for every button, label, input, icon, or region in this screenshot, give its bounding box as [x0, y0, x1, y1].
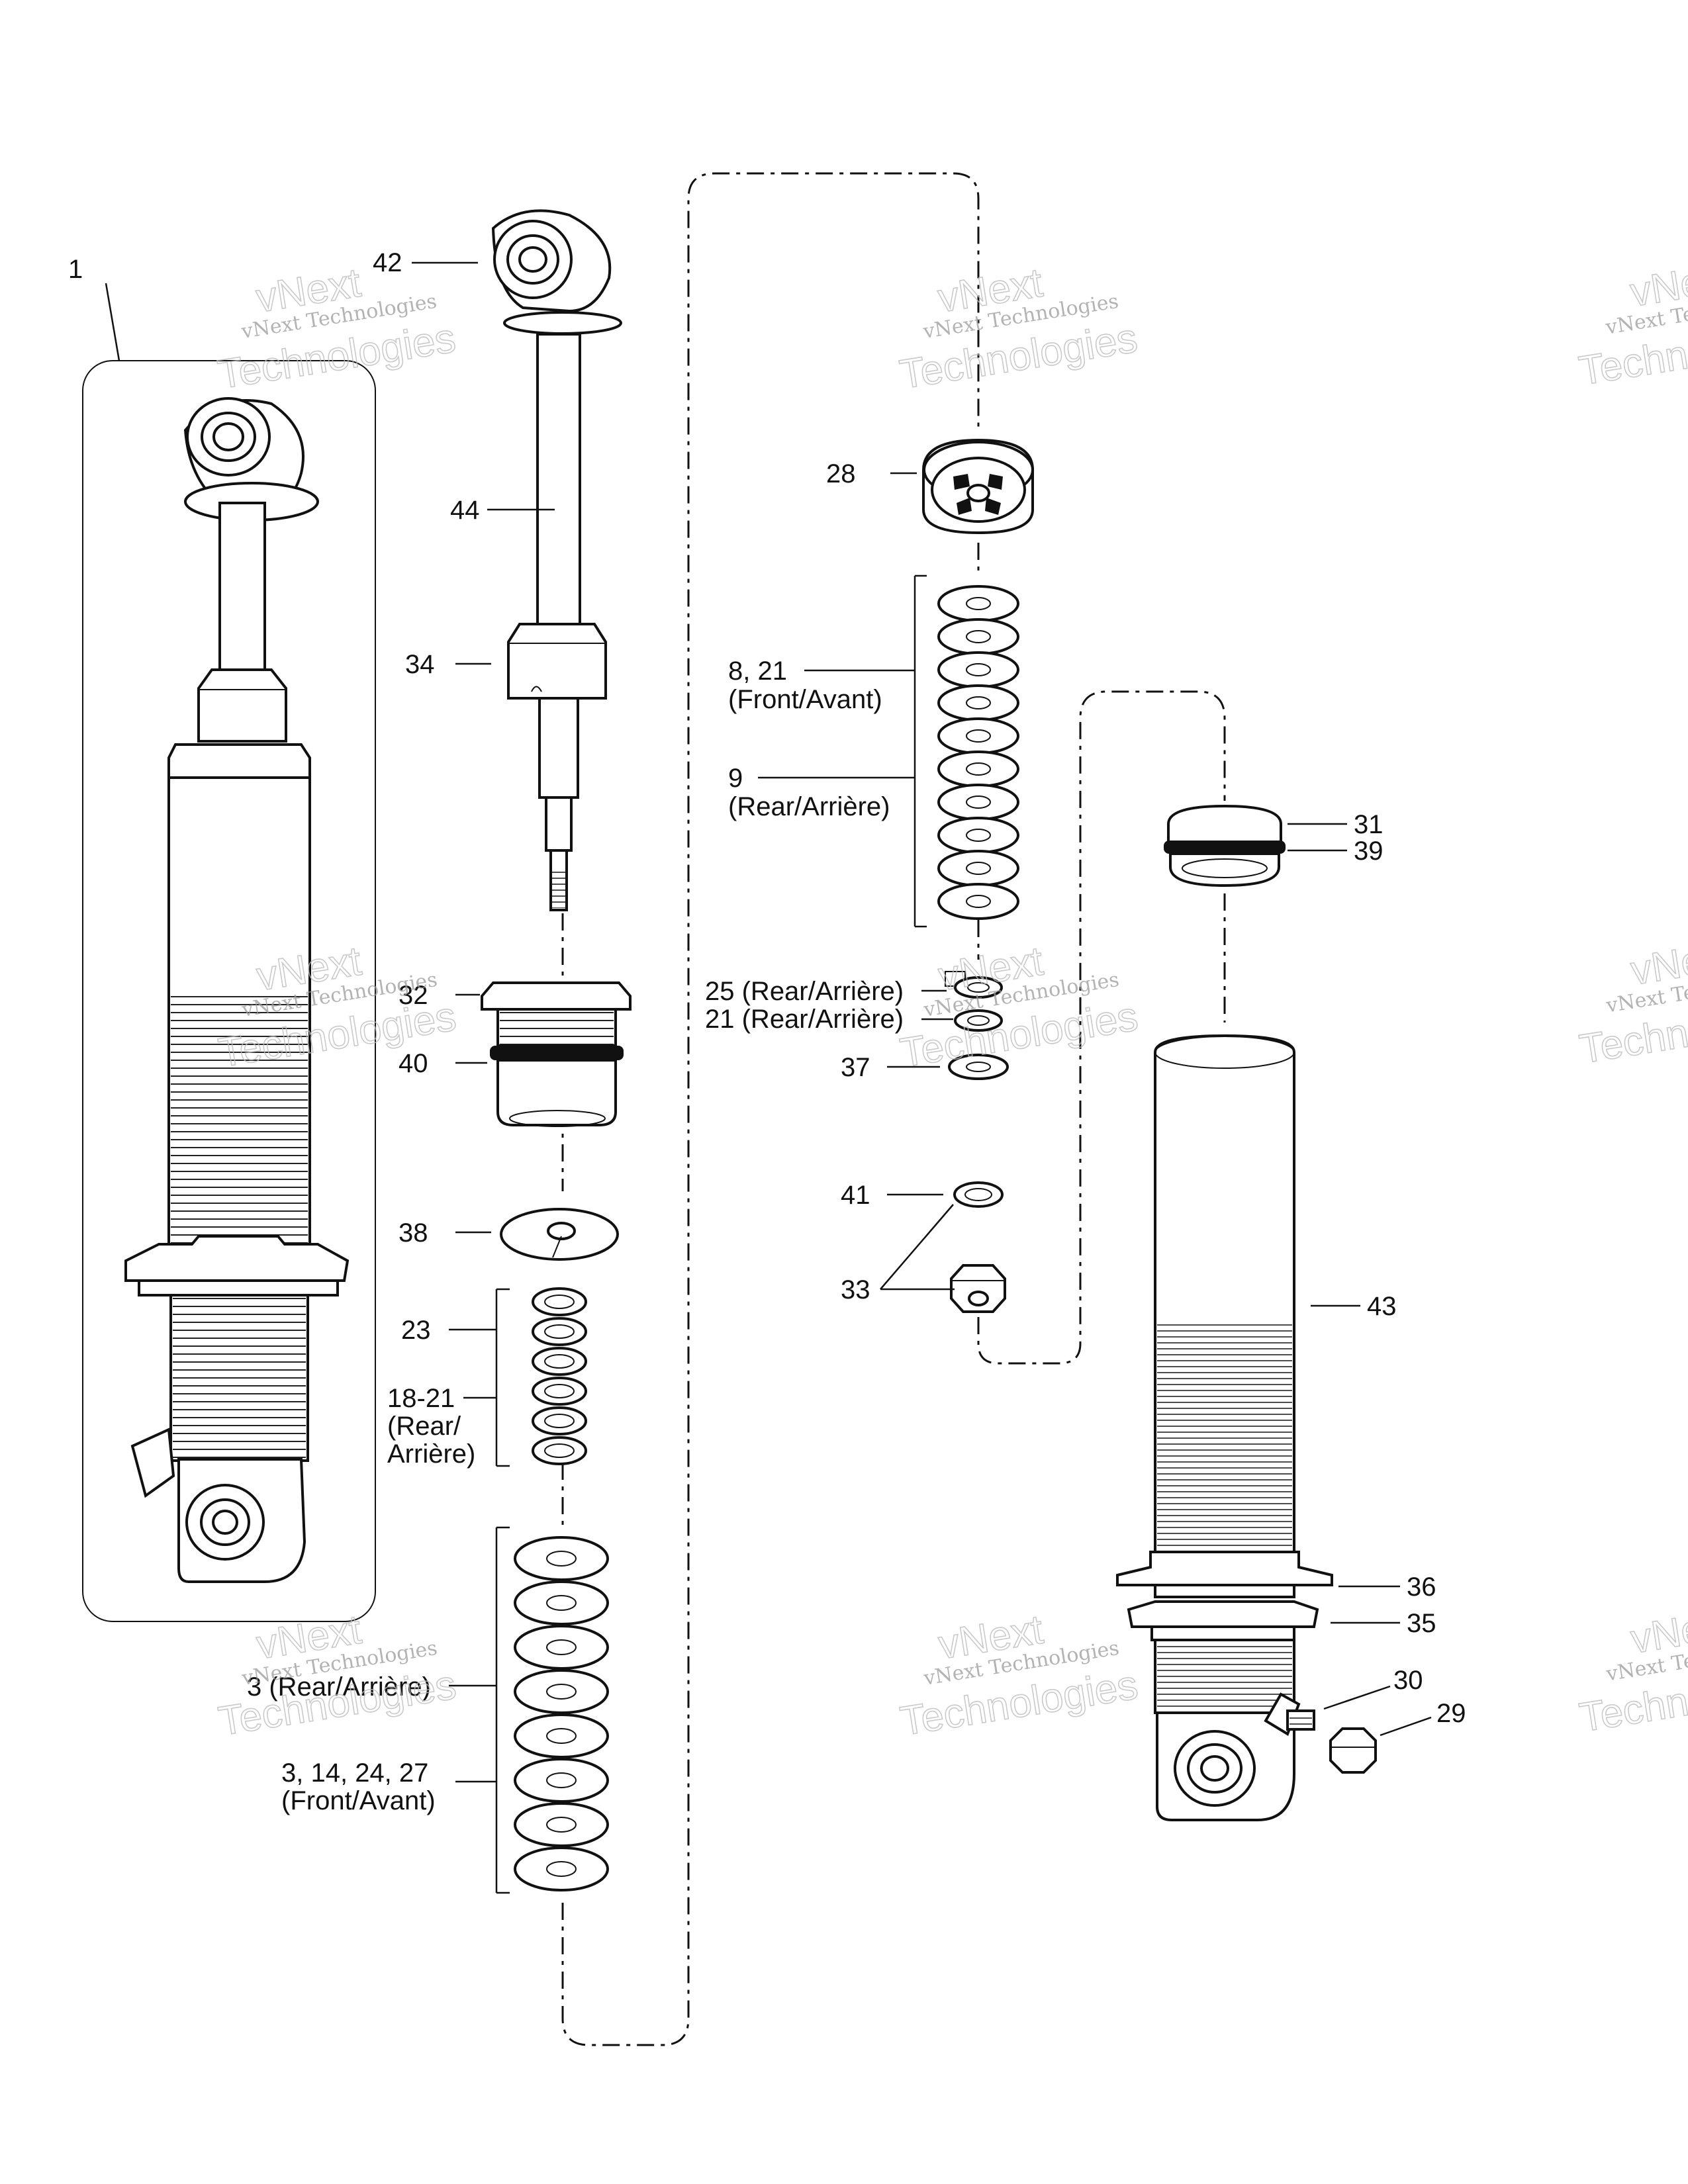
piston-28	[922, 438, 1034, 535]
o-ring-40	[490, 1046, 624, 1127]
cap-31	[1167, 804, 1282, 845]
callout-8-21-line2: (Front/Avant)	[728, 685, 882, 714]
callout-31: 31	[1354, 810, 1383, 839]
spring-seat-35	[1127, 1600, 1319, 1641]
callout-8-21: 8, 21	[728, 657, 787, 686]
callout-9-line2: (Rear/Arrière)	[728, 792, 890, 821]
seal-head-32	[481, 981, 632, 1047]
callout-34: 34	[405, 650, 435, 679]
callout-29: 29	[1436, 1699, 1466, 1728]
callout-42: 42	[373, 248, 402, 277]
assembly-path-lines	[561, 172, 1226, 2046]
shim-stack-3	[514, 1536, 609, 1891]
bumper-34	[507, 623, 607, 911]
valve-30	[1264, 1692, 1315, 1736]
callout-44: 44	[450, 496, 480, 525]
callout-3-front-line2: (Front/Avant)	[281, 1786, 436, 1815]
shims-25-21	[945, 971, 1003, 1032]
o-ring-39	[1164, 841, 1286, 887]
callout-40: 40	[399, 1049, 428, 1078]
cap-nut-29	[1329, 1727, 1377, 1774]
washer-37	[948, 1054, 1009, 1080]
callout-1: 1	[68, 255, 83, 284]
callout-39: 39	[1354, 837, 1383, 866]
callout-38: 38	[399, 1218, 428, 1248]
shaft-44	[536, 333, 581, 627]
callout-21: 21 (Rear/Arrière)	[705, 1005, 904, 1034]
shaft-eyelet-42	[491, 209, 622, 335]
collar-36	[1116, 1551, 1333, 1598]
lower-body-43	[1154, 1639, 1295, 1821]
callout-43: 43	[1367, 1292, 1397, 1321]
callout-32: 32	[399, 981, 428, 1010]
callout-25: 25 (Rear/Arrière)	[705, 977, 904, 1006]
washer-41	[953, 1181, 1004, 1208]
callout-labels: 1 42 44 34 32 40 38 23 18-21 (Rear/ Arri…	[68, 248, 1466, 1815]
shim-stack-8-9	[937, 585, 1019, 920]
callout-30: 30	[1393, 1666, 1423, 1695]
callout-18-21-line3: Arrière)	[387, 1439, 475, 1469]
callout-18-21: 18-21	[387, 1384, 455, 1413]
callout-9: 9	[728, 764, 743, 793]
callout-35: 35	[1407, 1609, 1436, 1638]
callout-18-21-line2: (Rear/	[387, 1412, 461, 1441]
callout-41: 41	[841, 1181, 870, 1210]
shim-stack-23	[532, 1287, 587, 1465]
nut-33	[950, 1264, 1006, 1313]
callout-3-rear: 3 (Rear/Arrière)	[247, 1672, 431, 1702]
callout-3-front: 3, 14, 24, 27	[281, 1758, 428, 1788]
callout-33: 33	[841, 1275, 870, 1304]
callout-28: 28	[826, 459, 856, 488]
shock-body-43	[1154, 1034, 1295, 1553]
callout-37: 37	[841, 1053, 870, 1082]
complete-shock-assembly	[82, 360, 376, 1622]
callout-23: 23	[401, 1316, 431, 1345]
callout-36: 36	[1407, 1572, 1436, 1602]
leader-lines	[105, 261, 1432, 1894]
washer-38	[500, 1208, 619, 1261]
